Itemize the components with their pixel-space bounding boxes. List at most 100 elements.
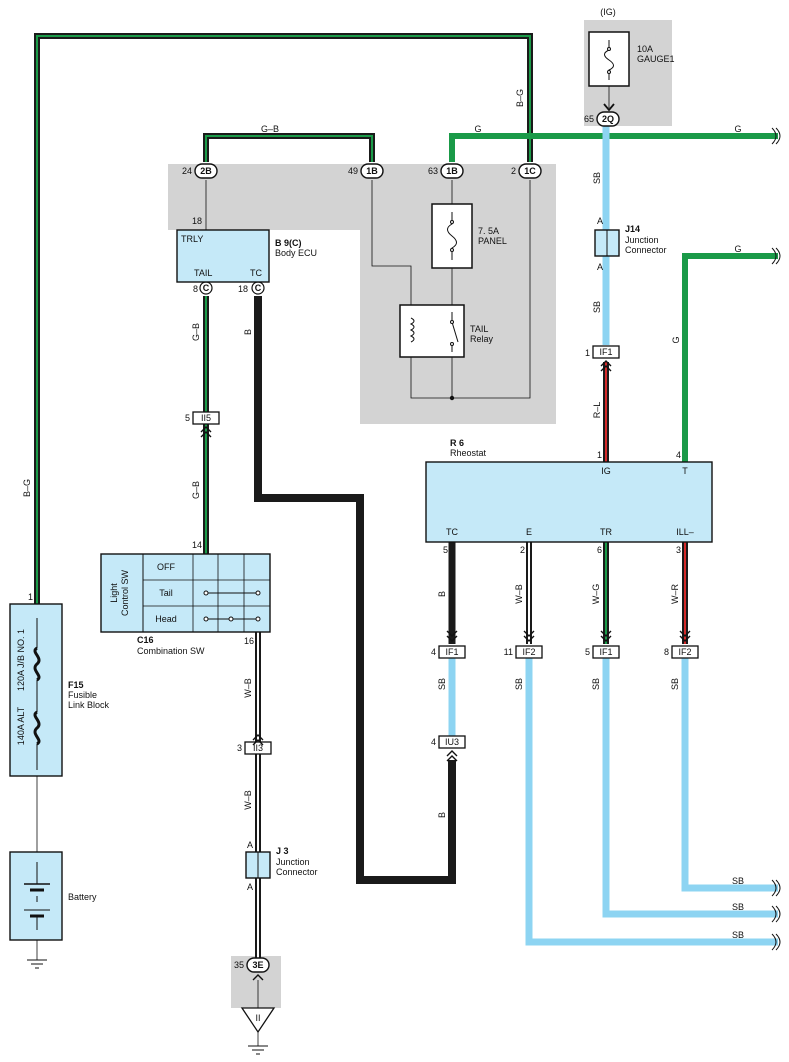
junction-if2-ill: IF2 (678, 647, 691, 657)
ecu-tc: TC (250, 268, 262, 278)
ig-label: (IG) (600, 7, 616, 17)
junction-if2-e: IF2 (522, 647, 535, 657)
svg-text:TR: TR (600, 527, 612, 537)
fuse-icon (604, 40, 614, 80)
junction-blocks: II5 II3 IF1 IF1 IF2 IF1 IF2 IU3 (192, 345, 699, 755)
wire-label: G (671, 336, 681, 343)
wires (34, 33, 778, 1046)
wire-sb-e (525, 658, 778, 946)
wire-label: W–B (514, 584, 524, 604)
svg-text:ILL–: ILL– (676, 527, 694, 537)
pin: 2 (520, 545, 525, 555)
connector-1c: 1C (524, 166, 536, 176)
ecu-subtitle: Body ECU (275, 248, 317, 258)
wire-g-main (449, 133, 778, 162)
wire-b-tc (254, 296, 456, 884)
svg-text:Battery: Battery (68, 892, 97, 902)
wire-label: W–G (591, 584, 601, 605)
svg-text:OFF: OFF (157, 562, 175, 572)
wire-label: SB (592, 172, 602, 184)
svg-text:E: E (526, 527, 532, 537)
wire-sb-ill (681, 658, 778, 892)
svg-text:Head: Head (155, 614, 177, 624)
pin: A (247, 882, 253, 892)
connector-1b-right: 1B (446, 166, 458, 176)
svg-text:TAIL: TAIL (470, 324, 488, 334)
connector-1b-left: 1B (366, 166, 378, 176)
svg-text:Link Block: Link Block (68, 700, 110, 710)
pin: A (597, 216, 603, 226)
wire-label: SB (732, 876, 744, 886)
svg-text:Junction: Junction (276, 857, 310, 867)
pin: 1 (597, 450, 602, 460)
svg-text:Rheostat: Rheostat (450, 448, 487, 458)
svg-text:C16: C16 (137, 635, 154, 645)
wire-sb-tr (602, 658, 778, 918)
pin: 3 (676, 545, 681, 555)
ecu-title: B 9(C) (275, 238, 302, 248)
wire-label: W–B (243, 790, 253, 810)
ground-icon (27, 959, 47, 969)
svg-text:J14: J14 (625, 224, 640, 234)
wire-label: SB (732, 902, 744, 912)
svg-text:J 3: J 3 (276, 846, 289, 856)
svg-text:Connector: Connector (625, 245, 667, 255)
tail-relay: TAIL Relay (399, 304, 494, 358)
svg-text:R 6: R 6 (450, 438, 464, 448)
svg-text:Relay: Relay (470, 334, 494, 344)
pin: 14 (192, 540, 202, 550)
wire-label: B (437, 591, 447, 597)
fuse-icon (447, 212, 457, 260)
junction-ii5: II5 (201, 413, 211, 423)
wire-label: G (734, 124, 741, 134)
junction-j3: J 3 Junction Connector (245, 846, 318, 879)
svg-text:Connector: Connector (276, 867, 318, 877)
pin: 35 (234, 960, 244, 970)
fusible-link-block: 120A J/B NO. 1 140A ALT F15 Fusible Link… (9, 603, 110, 777)
wire-label: B–G (22, 479, 32, 497)
svg-text:Tail: Tail (159, 588, 173, 598)
svg-text:Junction: Junction (625, 235, 659, 245)
pin: 1 (28, 592, 33, 602)
connector-arrows (200, 360, 691, 981)
pin: 65 (584, 114, 594, 124)
oval-connectors: 2Q 2B 1B 1B 1C C C 3E (194, 111, 620, 973)
pin: 3 (237, 743, 242, 753)
pin: 4 (431, 647, 436, 657)
junction-ii3: II3 (253, 743, 263, 753)
ground-icons (27, 959, 276, 1055)
wire-label: B (243, 329, 253, 335)
wire-ends (771, 127, 781, 951)
panel-fuse: 7. 5A PANEL (431, 203, 507, 269)
svg-text:Light: Light (109, 583, 119, 603)
battery: Battery (9, 851, 97, 941)
gauge-fuse-name: GAUGE1 (637, 54, 675, 64)
wire-label: SB (591, 678, 601, 690)
ecu-tail: TAIL (194, 268, 212, 278)
wire-g-t (682, 253, 778, 462)
svg-text:7. 5A: 7. 5A (478, 226, 499, 236)
pin: 11 (504, 647, 513, 657)
body-ecu: TRLY TAIL TC B 9(C) Body ECU (176, 229, 317, 283)
wire-label: SB (514, 678, 524, 690)
rheostat: R 6 Rheostat IG T TC E TR ILL– (425, 438, 713, 543)
wire-labels: G–B G G G B–G SB SB G R–L G–B B G–B B W–… (22, 89, 744, 940)
svg-text:F15: F15 (68, 680, 84, 690)
wire-label: SB (732, 930, 744, 940)
wire-label: B (437, 812, 447, 818)
connector-b9-c-tc: C (255, 283, 262, 293)
connector-3e: 3E (252, 960, 263, 970)
pin: 63 (428, 166, 438, 176)
pin: 5 (585, 647, 590, 657)
pin: 1 (585, 348, 590, 358)
svg-text:Control SW: Control SW (120, 569, 130, 616)
wire-label: B–G (515, 89, 525, 107)
wire-label: SB (670, 678, 680, 690)
wire-label: G (474, 124, 481, 134)
junction-iu3: IU3 (445, 737, 459, 747)
pin: 5 (185, 413, 190, 423)
pin: 4 (431, 737, 436, 747)
pin: 24 (182, 166, 192, 176)
ecu-trly: TRLY (181, 234, 203, 244)
